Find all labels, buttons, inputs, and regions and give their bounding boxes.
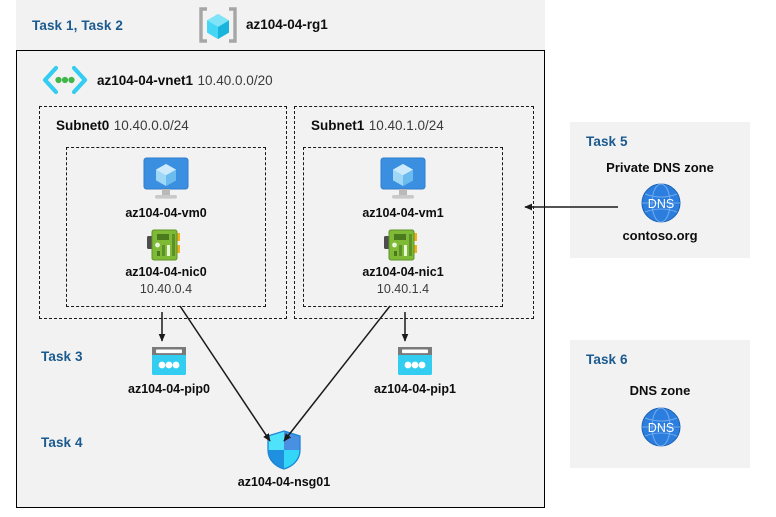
svg-text:DNS: DNS [648, 421, 674, 435]
vnet-box: az104-04-vnet1 10.40.0.0/20 Subnet0 10.4… [16, 50, 545, 508]
vnet-address-space: 10.40.0.0/20 [197, 73, 273, 88]
svg-text:DNS: DNS [648, 197, 674, 211]
task-label-4: Task 4 [41, 435, 83, 450]
task4-panel: Task 4 az104-04-nsg01 [23, 423, 536, 501]
pip0-label: az104-04-pip0 [128, 382, 210, 396]
vm0-label: az104-04-vm0 [125, 206, 207, 220]
subnet0-resources-box: az104-04-vm0 az104-04-nic0 [66, 147, 266, 307]
task5-panel: Task 5 Private DNS zone DNS contoso.org [570, 122, 750, 258]
task6-panel: Task 6 DNS zone DNS [570, 340, 750, 468]
vm1-label: az104-04-vm1 [362, 206, 444, 220]
task-label-6: Task 6 [586, 352, 628, 367]
resource-group-panel [16, 0, 545, 50]
pip1-label: az104-04-pip1 [374, 382, 456, 396]
nic0-label: az104-04-nic0 [125, 265, 207, 279]
subnet0-cidr: 10.40.0.0/24 [113, 118, 189, 133]
nic0-ip: 10.40.0.4 [139, 282, 193, 296]
dns-zone-title: DNS zone [629, 383, 691, 398]
nsg-label: az104-04-nsg01 [237, 475, 331, 489]
task3-panel: Task 3 az104-04-pip0 az1 [23, 337, 536, 407]
task-label-3: Task 3 [41, 349, 83, 364]
vnet-name: az104-04-vnet1 [97, 73, 194, 88]
subnet0-box: Subnet0 10.40.0.0/24 az104-04-vm0 [39, 106, 287, 319]
dns-globe-icon: DNS [640, 406, 682, 448]
resource-group-name: az104-04-rg1 [246, 17, 328, 32]
public-ip-address-icon [396, 345, 434, 377]
virtual-machine-icon [137, 156, 195, 202]
virtual-machine-icon [374, 156, 432, 202]
network-security-group-shield-icon [265, 429, 303, 471]
dns-globe-icon: DNS [640, 182, 682, 224]
private-dns-zone-name: contoso.org [622, 228, 698, 243]
subnet1-resources-box: az104-04-vm1 az104-04-nic1 [303, 147, 503, 307]
virtual-network-icon [41, 65, 89, 95]
network-interface-icon [382, 226, 424, 264]
nic1-label: az104-04-nic1 [362, 265, 444, 279]
subnet1-box: Subnet1 10.40.1.0/24 az104-04-vm1 [294, 106, 534, 319]
resource-group-cube-icon [196, 6, 240, 44]
task-label-5: Task 5 [586, 134, 628, 149]
private-dns-zone-title: Private DNS zone [606, 160, 714, 175]
network-interface-icon [145, 226, 187, 264]
subnet0-name: Subnet0 [56, 118, 110, 133]
subnet1-name: Subnet1 [311, 118, 365, 133]
task-label-1-2: Task 1, Task 2 [32, 18, 123, 33]
subnet1-cidr: 10.40.1.0/24 [368, 118, 444, 133]
nic1-ip: 10.40.1.4 [376, 282, 430, 296]
public-ip-address-icon [150, 345, 188, 377]
